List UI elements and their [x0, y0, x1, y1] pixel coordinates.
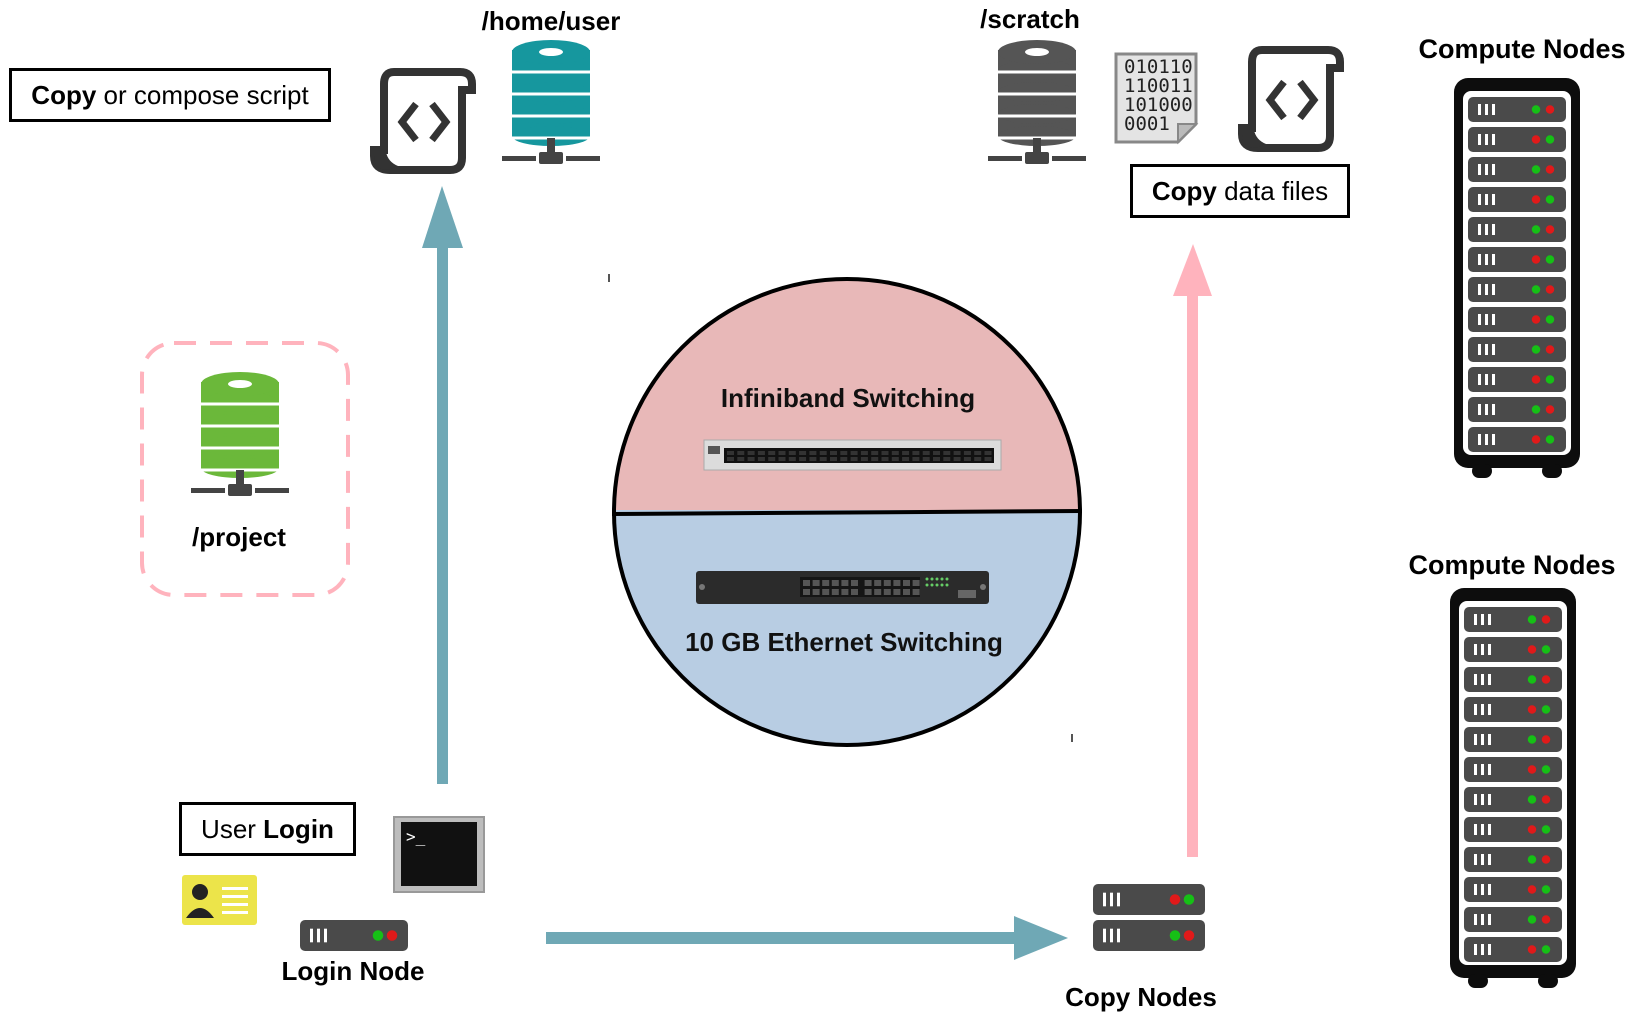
- binary-line-4: 0001: [1124, 113, 1170, 135]
- login-node-server-icon: [300, 920, 408, 951]
- binary-line-3: 101000: [1124, 94, 1193, 116]
- user-login-bold: Login: [263, 813, 334, 844]
- binary-text: 010110 110011 101000 0001: [1118, 54, 1198, 142]
- arrow-right-bottom: [546, 916, 1068, 960]
- binary-line-2: 110011: [1124, 75, 1193, 97]
- copy-script-rest: or compose script: [96, 79, 309, 110]
- compute-rack-2-icon: [1450, 588, 1576, 988]
- compute-rack-1-icon: [1454, 78, 1580, 478]
- infiniband-label: Infiniband Switching: [720, 383, 976, 413]
- project-label: /project: [192, 522, 286, 552]
- binary-file-icon: [1114, 52, 1199, 145]
- scratch-label: /scratch: [980, 4, 1080, 34]
- home-database-icon: [502, 40, 600, 164]
- ethernet-switch-icon: [696, 571, 989, 604]
- arrow-up-right: [1173, 244, 1212, 857]
- script-icon-right: [1238, 46, 1344, 152]
- copy-data-rest: data files: [1216, 175, 1329, 206]
- copy-nodes-label: Copy Nodes: [1065, 982, 1217, 1012]
- copy-data-bold: Copy: [1151, 175, 1217, 206]
- copy-script-box: Copy or compose script: [9, 68, 331, 122]
- copy-data-box: Copy data files: [1130, 164, 1350, 218]
- project-database-icon: [191, 372, 289, 496]
- user-login-rest: User: [201, 813, 264, 844]
- copy-script-bold: Copy: [31, 79, 97, 110]
- login-node-label: Login Node: [281, 956, 425, 986]
- arrow-up-left: [422, 186, 463, 784]
- terminal-icon: >_: [393, 816, 485, 893]
- switching-circle: [611, 277, 1083, 747]
- script-icon-left: [370, 68, 476, 174]
- binary-line-1: 010110: [1124, 56, 1193, 78]
- svg-text:>_: >_: [406, 827, 426, 846]
- compute-nodes-label-2: Compute Nodes: [1408, 550, 1616, 580]
- id-card-icon: [182, 875, 257, 925]
- copy-nodes-server-icon: [1093, 884, 1205, 951]
- ethernet-label: 10 GB Ethernet Switching: [685, 627, 1003, 657]
- home-label: /home/user: [481, 6, 621, 36]
- user-login-box: User Login: [179, 802, 356, 856]
- infiniband-switch-icon: [703, 439, 1002, 471]
- compute-nodes-label-1: Compute Nodes: [1418, 34, 1626, 64]
- scratch-database-icon: [988, 40, 1086, 164]
